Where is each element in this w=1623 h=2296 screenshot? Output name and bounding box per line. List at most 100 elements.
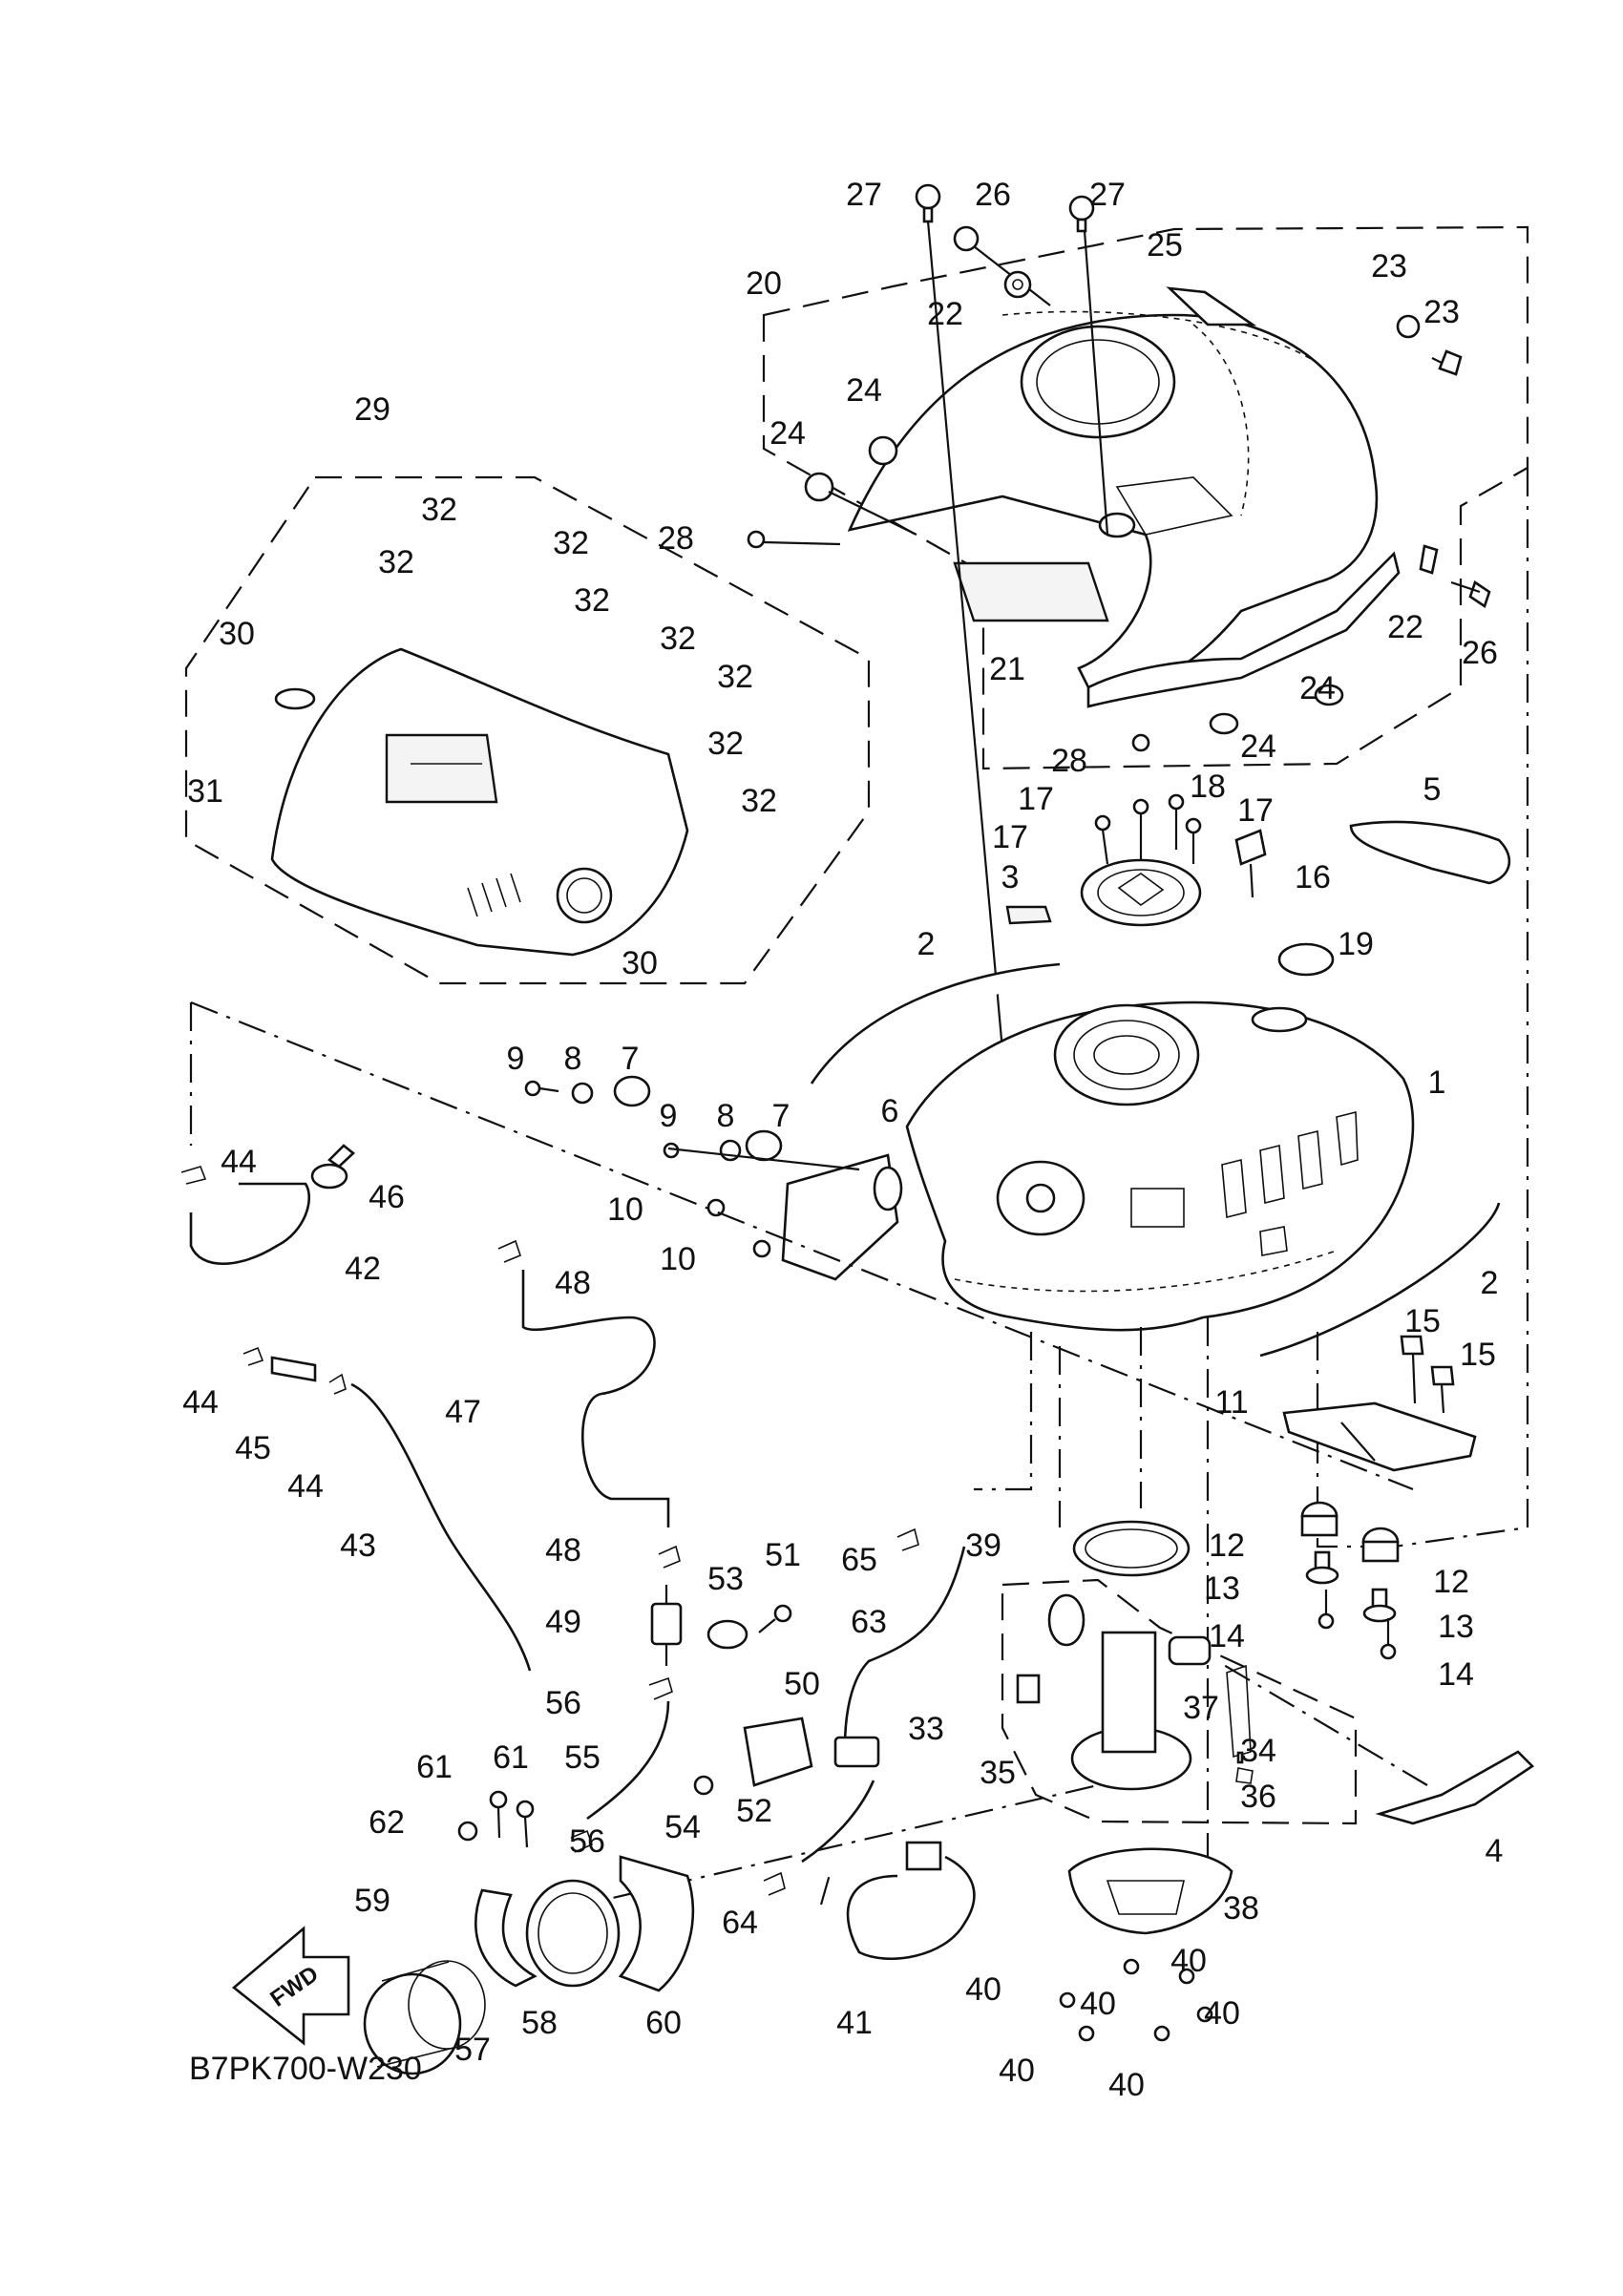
- callout-3: 3: [1001, 859, 1020, 895]
- group-20-tank-cover-outline: [762, 225, 1529, 770]
- clip-56-bottom: [570, 1829, 594, 1853]
- bolt-10-b: [752, 1239, 771, 1258]
- damper-22-right: [1419, 544, 1439, 575]
- callout-28: 28: [1051, 743, 1087, 779]
- fwd-arrow-icon: FWD: [231, 1926, 350, 2046]
- callout-25: 25: [1147, 227, 1183, 263]
- callout-10: 10: [660, 1241, 696, 1277]
- callout-31: 31: [187, 773, 223, 810]
- callout-42: 42: [345, 1251, 381, 1287]
- bracket-52: [743, 1717, 813, 1787]
- damper-7-b: [745, 1129, 783, 1162]
- screw-51: [758, 1604, 792, 1633]
- callout-45: 45: [235, 1430, 271, 1466]
- callout-15: 15: [1404, 1303, 1441, 1339]
- callout-61: 61: [416, 1749, 453, 1785]
- tank-cover-part: [847, 310, 1401, 708]
- clamp-46: [310, 1144, 355, 1190]
- callout-40: 40: [1108, 2067, 1145, 2103]
- band-58: [525, 1879, 621, 1988]
- callout-32: 32: [660, 621, 696, 657]
- callout-38: 38: [1223, 1890, 1259, 1927]
- callout-23: 23: [1423, 294, 1460, 330]
- callout-39: 39: [965, 1527, 1001, 1564]
- callout-47: 47: [445, 1394, 481, 1430]
- callout-55: 55: [564, 1739, 601, 1776]
- callout-12: 12: [1209, 1527, 1245, 1564]
- clip-65: [896, 1527, 919, 1551]
- callout-5: 5: [1423, 771, 1442, 808]
- callout-41: 41: [836, 2005, 873, 2041]
- callout-23: 23: [1371, 248, 1407, 284]
- callout-32: 32: [717, 659, 753, 695]
- clip-48-bottom: [658, 1545, 681, 1569]
- callout-37: 37: [1183, 1690, 1219, 1726]
- callout-40: 40: [1204, 1995, 1240, 2032]
- bolt-26-right: [1450, 579, 1491, 609]
- diagram-code: B7PK700-W230: [189, 2051, 422, 2087]
- callout-63: 63: [851, 1604, 887, 1640]
- grommet-24-d: [1209, 712, 1239, 735]
- callout-26: 26: [975, 177, 1011, 213]
- callout-52: 52: [736, 1793, 772, 1829]
- callout-22: 22: [1387, 609, 1423, 645]
- hose-55: [586, 1700, 670, 1821]
- callout-11: 11: [1214, 1384, 1248, 1421]
- bolt-14-b: [1380, 1618, 1397, 1660]
- bolt-9-b: [663, 1142, 860, 1171]
- gasket-plate-38: [1067, 1847, 1233, 1935]
- rear-cover-5: [1349, 820, 1511, 885]
- hose-47: [521, 1270, 670, 1527]
- hose-lower: [801, 1780, 875, 1864]
- grommet-24-a: [868, 435, 898, 466]
- callout-40: 40: [1080, 1986, 1116, 2022]
- callout-8: 8: [717, 1098, 735, 1134]
- bolt-14-a: [1317, 1590, 1335, 1630]
- callout-19: 19: [1338, 926, 1374, 962]
- callout-4: 4: [1486, 1833, 1504, 1869]
- callout-29: 29: [354, 391, 390, 428]
- callout-26: 26: [1462, 635, 1498, 671]
- callout-51: 51: [765, 1537, 801, 1573]
- collar-13-b: [1362, 1588, 1397, 1623]
- strip-2-top: [810, 962, 1061, 1085]
- callout-24: 24: [846, 372, 882, 409]
- clamp-53: [706, 1619, 748, 1650]
- callout-56: 56: [545, 1685, 581, 1721]
- damper-12-a: [1300, 1501, 1338, 1537]
- clip-44-low: [328, 1373, 347, 1395]
- callout-64: 64: [722, 1905, 758, 1941]
- hose-43: [350, 1382, 532, 1672]
- collar-8-a: [571, 1082, 594, 1105]
- clip-36: [1235, 1767, 1254, 1784]
- callout-17: 17: [1018, 781, 1054, 817]
- cap-lock-assy-16: [1080, 829, 1267, 927]
- bolt-9-a: [524, 1080, 559, 1097]
- damper-7-a: [613, 1075, 651, 1107]
- cap-19: [1277, 942, 1335, 977]
- joint-45: [270, 1356, 317, 1382]
- bolt-62: [457, 1821, 478, 1842]
- side-cover-part: [270, 647, 689, 957]
- callout-32: 32: [741, 783, 777, 819]
- fuel-tank-part: [905, 1001, 1415, 1332]
- callout-48: 48: [545, 1532, 581, 1569]
- screw-28-top: [747, 530, 841, 549]
- callout-17: 17: [1237, 792, 1274, 829]
- callout-58: 58: [521, 2005, 558, 2041]
- hose-63: [843, 1546, 966, 1748]
- bolt-54: [693, 1775, 714, 1796]
- callout-59: 59: [354, 1883, 390, 1919]
- clip-48-top: [497, 1239, 521, 1263]
- ring-nut-39: [1072, 1520, 1191, 1577]
- screw-28-bottom: [1131, 733, 1150, 752]
- cover-60: [618, 1855, 695, 1992]
- damper-12-b: [1361, 1527, 1400, 1563]
- callout-2: 2: [1481, 1265, 1499, 1301]
- callout-20: 20: [746, 265, 782, 302]
- bracket-59: [474, 1888, 537, 1988]
- callout-24: 24: [1240, 728, 1276, 765]
- callout-44: 44: [221, 1144, 257, 1180]
- callout-48: 48: [555, 1265, 591, 1301]
- callout-40: 40: [999, 2053, 1035, 2089]
